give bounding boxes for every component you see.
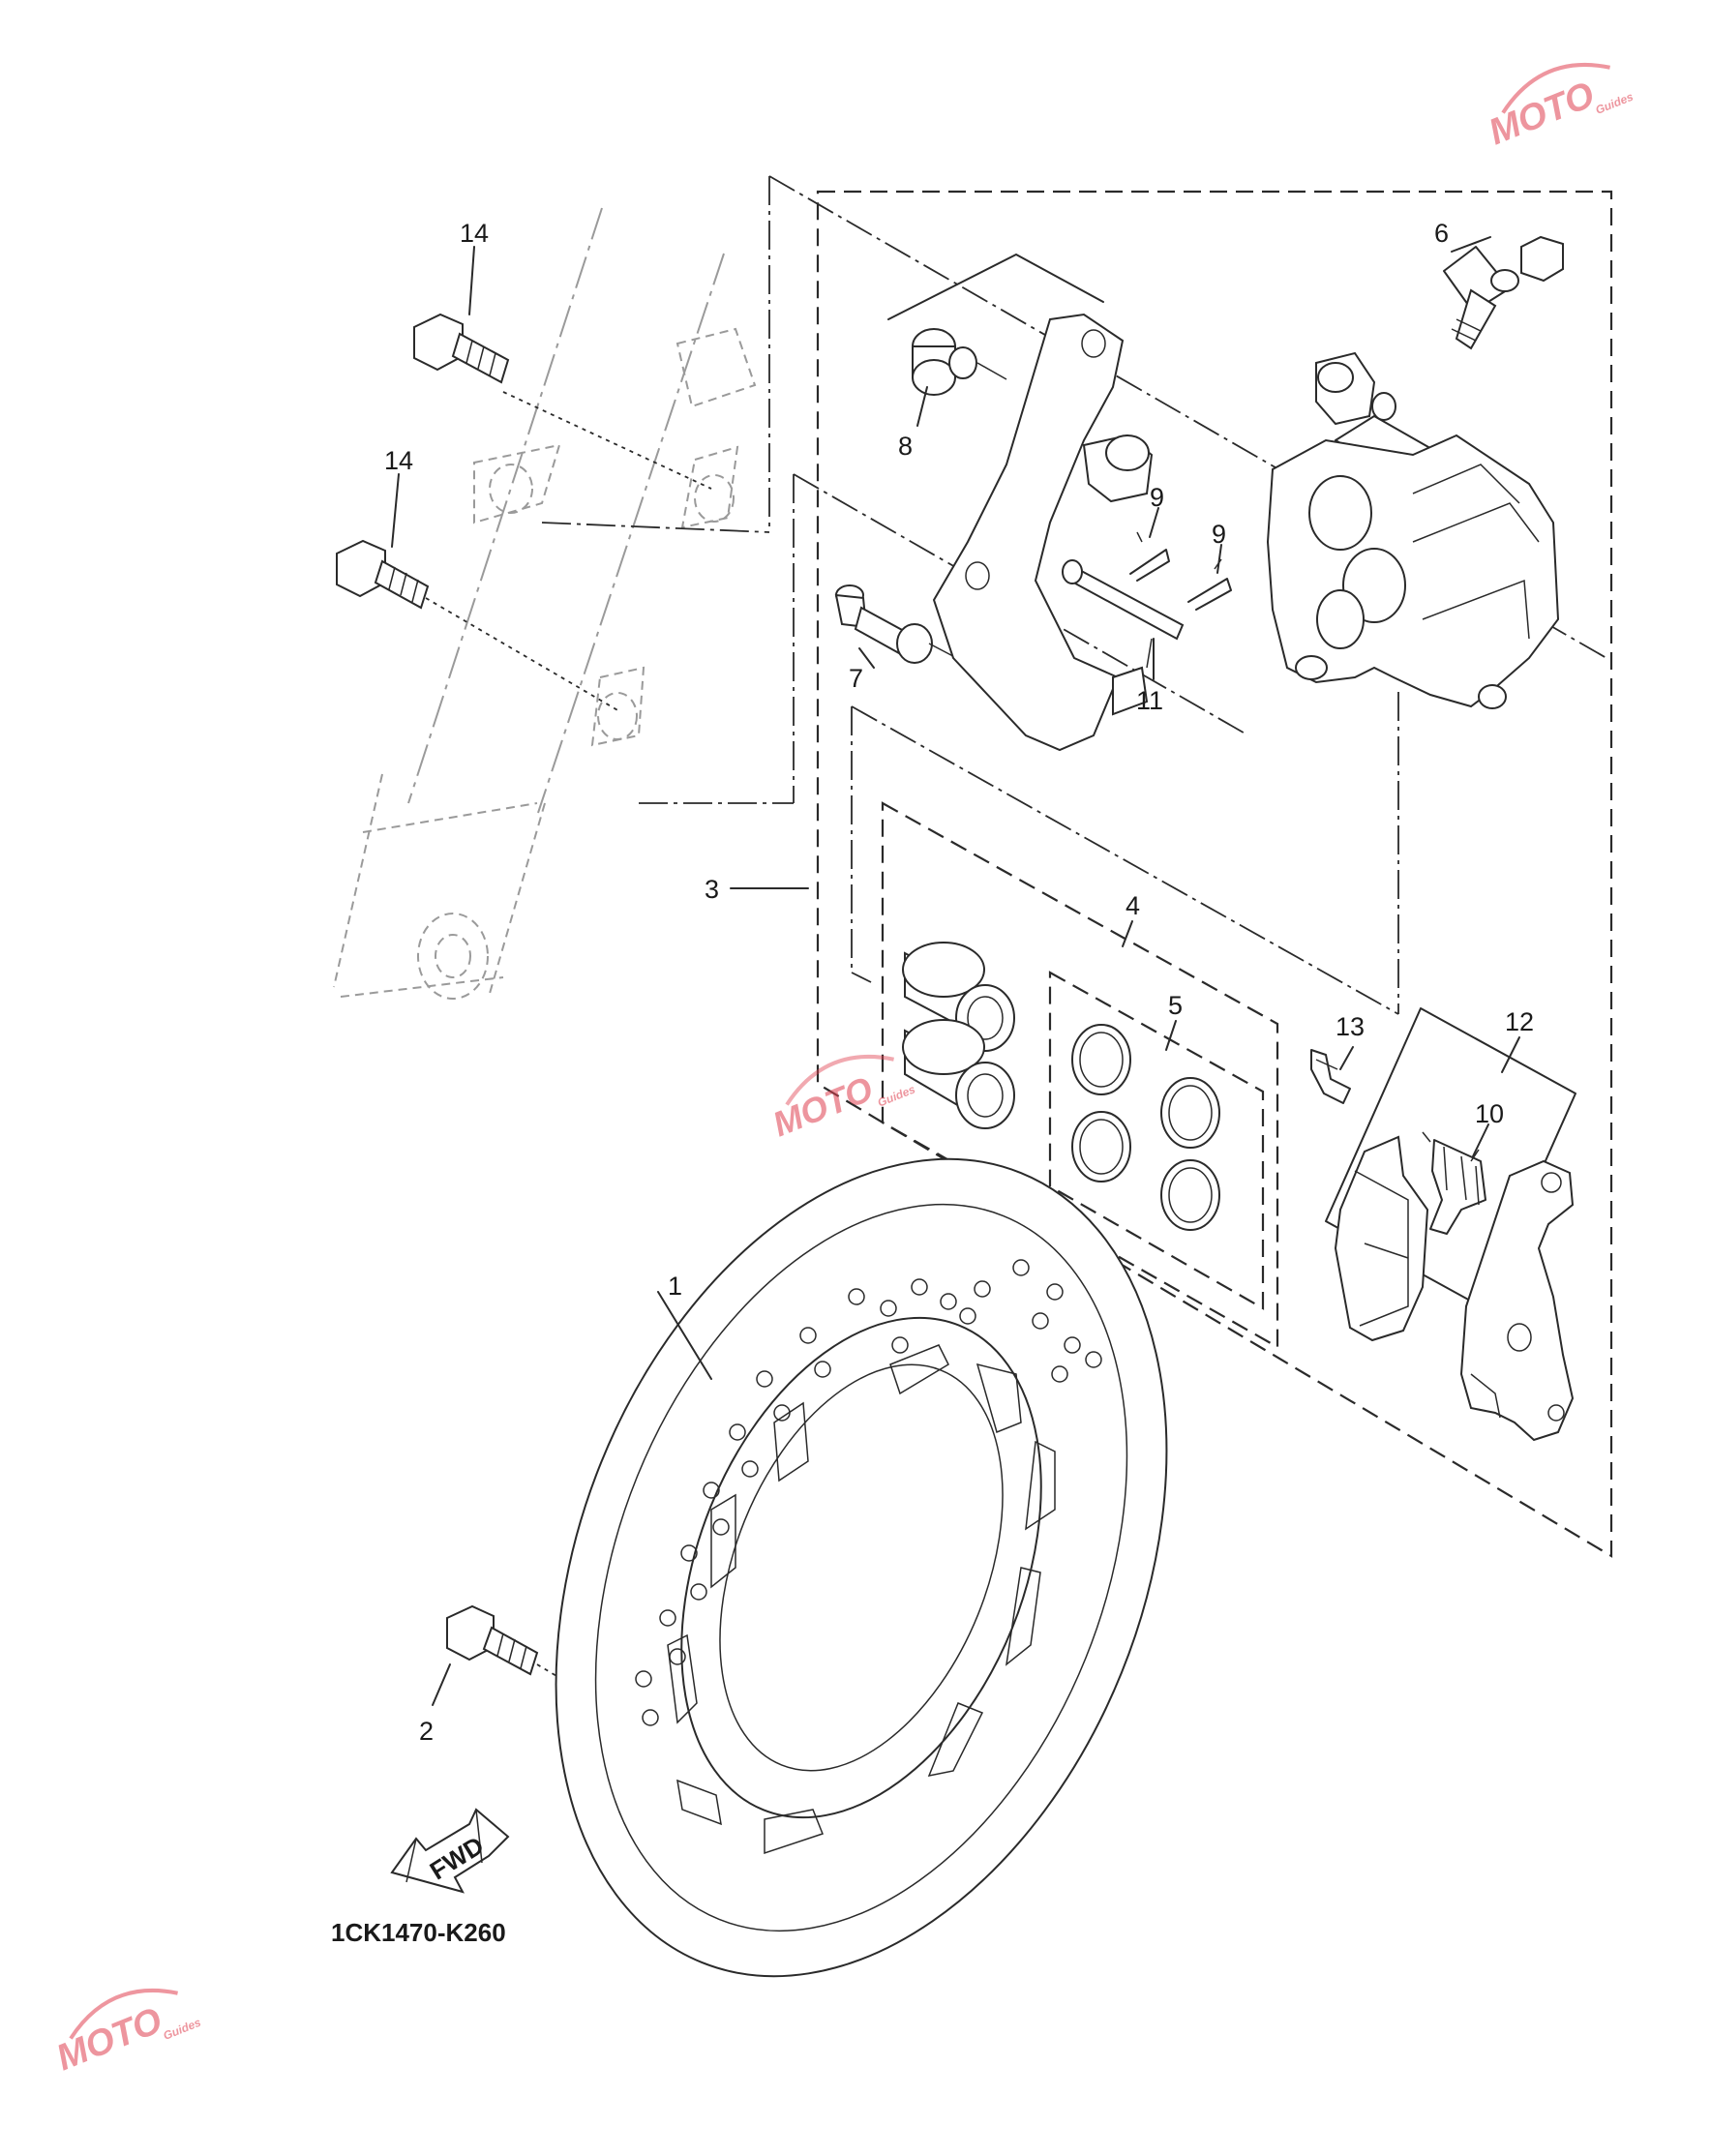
seal-kit-box	[881, 801, 1279, 1349]
watermark-logo-top-right: MOTO Guides	[1484, 62, 1636, 153]
callout-14-lower: 14	[384, 446, 413, 475]
callout-3: 3	[705, 875, 719, 904]
caliper-body	[1266, 351, 1560, 709]
caliper-mount-bolt-upper	[413, 313, 510, 384]
disc-carrier-slots	[667, 1344, 1056, 1855]
pad-pin	[1062, 559, 1185, 669]
callout-9-left: 9	[1150, 483, 1164, 512]
callout-10: 10	[1475, 1099, 1504, 1128]
caliper-mount-bolt-lower	[336, 539, 430, 610]
pad-spring	[1422, 1131, 1486, 1235]
callout-13: 13	[1336, 1012, 1365, 1041]
callout-11: 11	[1136, 686, 1163, 715]
callout-6: 6	[1434, 219, 1449, 248]
pad-pin-clip-2	[1187, 558, 1232, 611]
watermark-logo-center: MOTO Guides	[767, 1054, 917, 1144]
pad-pin-clip-1	[1129, 531, 1170, 582]
callout-1: 1	[668, 1272, 682, 1301]
watermark-brand-bottom: MOTO	[51, 2000, 168, 2079]
pin-boot	[912, 328, 1007, 396]
brake-disc	[555, 1157, 1168, 1978]
bleed-screw	[1451, 235, 1564, 350]
callout-5: 5	[1168, 991, 1183, 1020]
watermark-brand-center: MOTO	[767, 1068, 879, 1144]
slide-pin	[834, 584, 967, 664]
caliper-assembly-box	[816, 190, 1613, 1558]
callout-2: 2	[419, 1717, 434, 1746]
callout-12: 12	[1505, 1007, 1534, 1036]
piston-seals-box	[1048, 971, 1265, 1310]
disc-bolt	[446, 1604, 539, 1676]
watermark-brand: MOTO	[1484, 75, 1601, 153]
front-fork-outline	[333, 207, 757, 1000]
bracket-frame	[887, 254, 1104, 320]
watermark-tagline-bottom: Guides	[162, 2016, 203, 2043]
callout-14-upper: 14	[460, 219, 489, 248]
diagram-part-code: 1CK1470-K260	[331, 1918, 506, 1947]
brake-pad-outer	[1459, 1159, 1575, 1442]
fwd-direction-arrow: FWD	[390, 1808, 510, 1894]
callout-8: 8	[898, 432, 913, 461]
pad-support	[1310, 1049, 1351, 1104]
watermark-tagline: Guides	[1594, 90, 1636, 117]
callout-9-right: 9	[1212, 520, 1226, 549]
callout-labels: 1 2 3 4 5 6 7 8 9 9 10 11 12 13 14 14	[384, 219, 1534, 1746]
callout-leaders	[391, 236, 1520, 1706]
callout-4: 4	[1126, 891, 1140, 920]
brake-pad-inner	[1334, 1135, 1429, 1342]
piston-seal-rings	[1071, 1024, 1220, 1231]
watermark-logo-bottom-left: MOTO Guides	[51, 1988, 203, 2079]
disc-holes	[635, 1259, 1102, 1726]
caliper-piston-2	[902, 1019, 1015, 1129]
caliper-bracket	[932, 313, 1154, 752]
callout-7: 7	[849, 664, 863, 693]
